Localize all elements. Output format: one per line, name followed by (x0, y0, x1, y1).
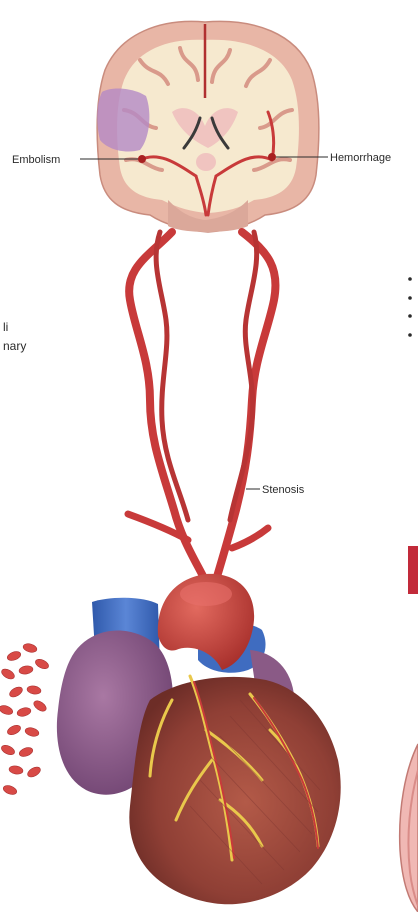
neck-arteries (128, 232, 276, 580)
stenosis-label: Stenosis (262, 484, 305, 496)
hemorrhage-label: Hemorrhage (330, 152, 391, 164)
bullet-dot (408, 296, 412, 300)
embolism-site (138, 155, 146, 163)
right-vessel-fragment (400, 744, 418, 912)
right-bullet-fragment (408, 277, 412, 337)
left-text-fragment: li nary (3, 320, 26, 353)
bullet-dot (408, 314, 412, 318)
brain-section (97, 21, 319, 232)
right-vertebral-artery (230, 232, 257, 520)
accent-bar (408, 546, 418, 594)
bullet-dot (408, 333, 412, 337)
embolism-infarct-patch (97, 89, 149, 152)
ventricles (129, 677, 340, 904)
left-text-line1: li (3, 320, 8, 334)
embolism-label: Embolism (12, 154, 60, 166)
stenosis-label-group: Stenosis (246, 484, 305, 496)
hemorrhage-site (268, 153, 276, 161)
left-text-line2: nary (3, 339, 26, 353)
heart (57, 574, 341, 904)
bullet-dot (408, 277, 412, 281)
red-blood-cells (0, 642, 50, 796)
